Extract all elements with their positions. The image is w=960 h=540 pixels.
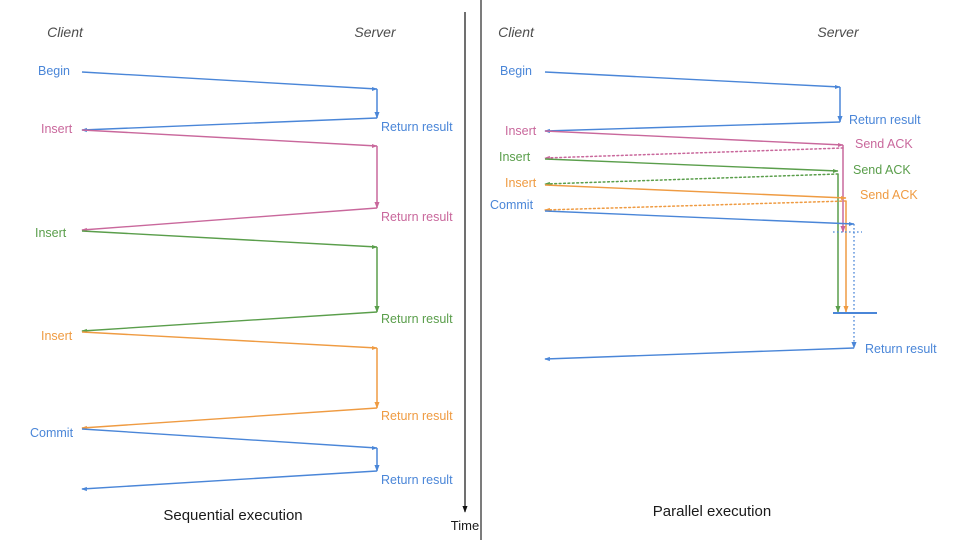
message-arrow: [81, 428, 378, 451]
message-arrow: [81, 311, 378, 334]
message-label: Insert: [41, 329, 73, 343]
message-label: Return result: [381, 409, 453, 423]
message-arrow: [544, 158, 839, 174]
message-arrow: [81, 71, 378, 92]
message-label: Begin: [500, 64, 532, 78]
message-label: Return result: [381, 473, 453, 487]
message-label: Insert: [41, 122, 73, 136]
message-arrow: [81, 129, 378, 149]
message-label: Commit: [30, 426, 74, 440]
message-arrow: [544, 121, 841, 134]
message-label: Send ACK: [860, 188, 918, 202]
lane-header-client: Client: [498, 24, 535, 40]
panel-caption-parallel: Parallel execution: [653, 503, 771, 520]
message-arrow: [544, 173, 839, 187]
message-arrow: [544, 71, 841, 90]
message-label: Return result: [381, 312, 453, 326]
message-label: Insert: [499, 150, 531, 164]
message-label: Return result: [849, 113, 921, 127]
message-label: Insert: [505, 124, 537, 138]
message-arrow: [81, 207, 378, 233]
message-arrow: [81, 331, 378, 351]
message-label: Commit: [490, 198, 534, 212]
message-label: Return result: [865, 342, 937, 356]
lane-header-client: Client: [47, 24, 84, 40]
message-label: Send ACK: [855, 137, 913, 151]
message-arrow: [544, 347, 855, 362]
message-label: Insert: [35, 226, 67, 240]
lane-header-server: Server: [354, 24, 397, 40]
message-arrow: [544, 184, 847, 201]
message-arrow: [544, 210, 855, 227]
message-arrow: [544, 147, 844, 161]
message-label: Insert: [505, 176, 537, 190]
time-axis: Time: [451, 12, 479, 533]
message-arrow: [544, 130, 844, 148]
message-arrow: [81, 230, 378, 250]
message-label: Return result: [381, 210, 453, 224]
message-label: Return result: [381, 120, 453, 134]
message-label: Begin: [38, 64, 70, 78]
time-axis-label: Time: [451, 518, 479, 533]
message-arrow: [81, 407, 378, 431]
message-arrow: [81, 117, 378, 133]
message-arrow: [81, 470, 378, 492]
panel-caption-sequential: Sequential execution: [163, 507, 302, 524]
lane-header-server: Server: [817, 24, 860, 40]
message-label: Send ACK: [853, 163, 911, 177]
message-arrow: [544, 200, 847, 213]
